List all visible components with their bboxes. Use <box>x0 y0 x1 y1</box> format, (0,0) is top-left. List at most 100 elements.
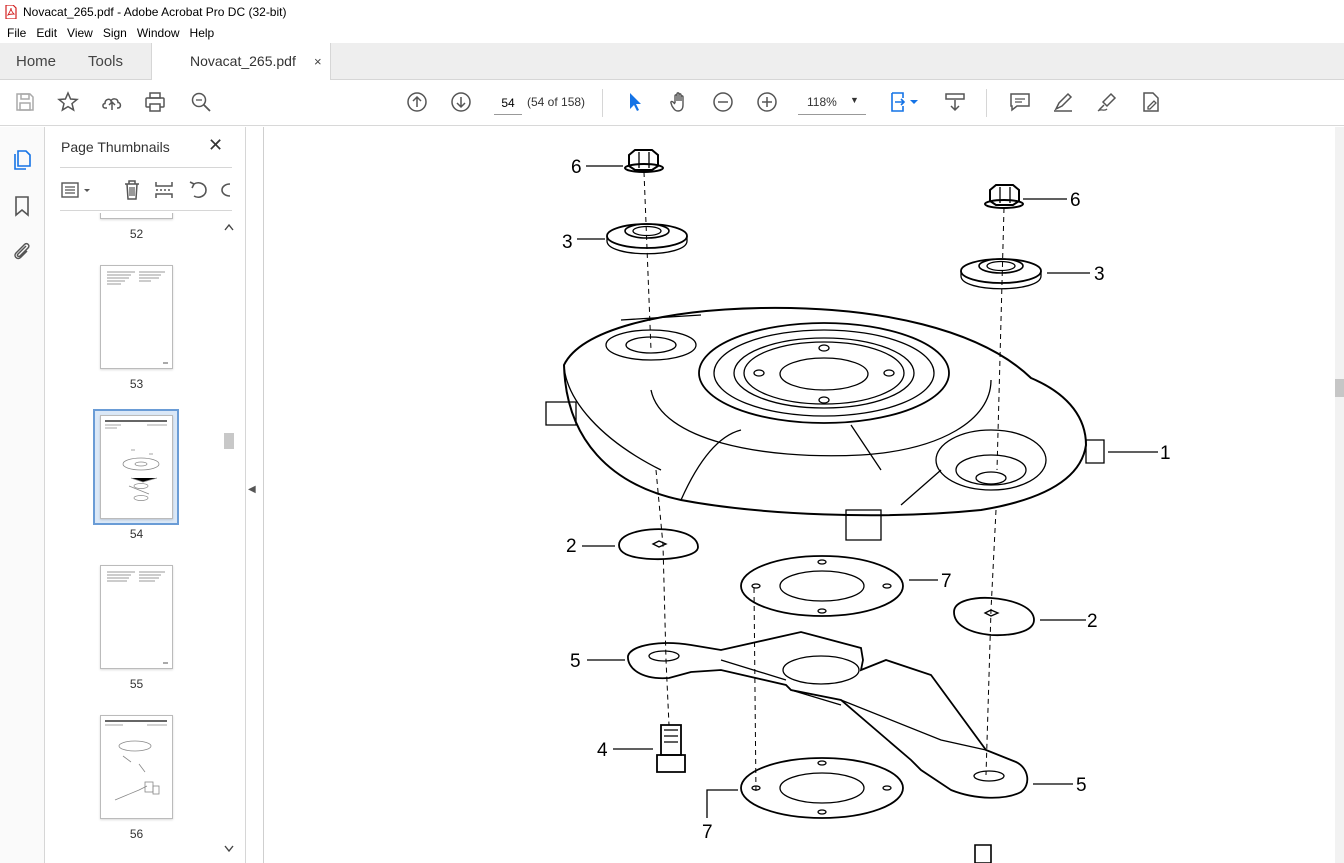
upload-cloud-icon[interactable] <box>99 89 125 115</box>
menu-file[interactable]: File <box>7 26 27 40</box>
tab-tools[interactable]: Tools <box>88 53 124 70</box>
bookmarks-icon[interactable] <box>10 194 34 218</box>
thumbnail-page-52[interactable] <box>100 213 173 219</box>
toolbar-divider <box>602 89 603 117</box>
next-page-icon[interactable] <box>448 89 474 115</box>
left-navigation-rail <box>0 127 45 863</box>
part-cup-washer-left <box>606 223 688 255</box>
callout-label: 7 <box>941 571 952 592</box>
scroll-up-icon[interactable] <box>224 223 234 231</box>
page-fit-dropdown-icon[interactable] <box>908 89 920 115</box>
callout-label: 5 <box>1076 775 1087 796</box>
toolbar-divider <box>986 89 987 117</box>
menu-edit[interactable]: Edit <box>36 26 58 40</box>
callout-leader-lines <box>577 165 1158 818</box>
part-nut-left <box>624 149 664 173</box>
part-flat-washer-left <box>618 528 699 561</box>
callout-label: 6 <box>1070 190 1081 211</box>
previous-page-icon[interactable] <box>404 89 430 115</box>
part-flat-washer-right <box>953 596 1035 637</box>
zoom-level-value: 118% <box>807 95 837 109</box>
thumbnail-label: 52 <box>129 227 144 241</box>
tab-home[interactable]: Home <box>16 53 57 70</box>
document-view[interactable]: 6 3 6 3 1 2 7 2 5 4 5 7 <box>263 127 1335 863</box>
callout-label: 6 <box>571 157 582 178</box>
zoom-out-icon[interactable] <box>710 89 736 115</box>
options-menu-icon[interactable] <box>60 178 94 202</box>
delete-page-icon[interactable] <box>120 178 144 202</box>
page-number-input[interactable] <box>494 91 522 115</box>
callout-labels: 6 3 6 3 1 2 7 2 5 4 5 7 <box>562 157 1171 843</box>
window-title: Novacat_265.pdf - Adobe Acrobat Pro DC (… <box>23 4 287 19</box>
thumbnail-label: 53 <box>129 377 144 391</box>
thumbnail-drawing-preview <box>105 720 167 801</box>
callout-label: 4 <box>597 740 608 761</box>
scrollbar-thumb[interactable] <box>224 433 234 449</box>
collapse-panel-icon[interactable]: ◀ <box>248 484 256 495</box>
fill-sign-icon[interactable] <box>1138 89 1164 115</box>
callout-label: 1 <box>1160 443 1171 464</box>
thumbnail-label: 55 <box>129 677 144 691</box>
menu-window[interactable]: Window <box>136 26 180 40</box>
save-icon[interactable] <box>12 89 38 115</box>
print-icon[interactable] <box>142 89 168 115</box>
callout-label: 3 <box>1094 264 1105 285</box>
callout-label: 7 <box>702 822 713 843</box>
document-scrollbar-thumb[interactable] <box>1335 379 1344 397</box>
thumbnail-page-56[interactable] <box>100 715 173 819</box>
menu-sign[interactable]: Sign <box>102 26 127 40</box>
thumbnail-label: 56 <box>129 827 144 841</box>
tab-document[interactable]: Novacat_265.pdf × <box>151 43 331 81</box>
zoom-level-dropdown[interactable]: 118% ▼ <box>798 91 866 115</box>
page-count: (54 of 158) <box>527 95 586 109</box>
highlight-pen-icon[interactable] <box>1050 89 1076 115</box>
panel-toolbar <box>60 167 232 211</box>
scroll-mode-icon[interactable] <box>942 89 968 115</box>
menu-view[interactable]: View <box>67 26 93 40</box>
zoom-search-icon[interactable] <box>188 89 214 115</box>
part-gasket-upper <box>740 555 904 617</box>
thumbnail-drawing-preview <box>105 420 167 501</box>
thumbnail-page-54[interactable] <box>100 415 173 519</box>
sign-pen-icon[interactable] <box>1094 89 1120 115</box>
callout-label: 2 <box>566 536 577 557</box>
comment-icon[interactable] <box>1007 89 1033 115</box>
page-fit-icon[interactable] <box>888 89 914 115</box>
thumbnail-page-53[interactable] <box>100 265 173 369</box>
document-tab-label: Novacat_265.pdf <box>190 53 296 69</box>
acrobat-pdf-icon <box>5 4 17 19</box>
exploded-parts-drawing: 6 3 6 3 1 2 7 2 5 4 5 7 <box>545 149 1171 863</box>
toolbar: (54 of 158) 118% ▼ <box>0 80 1344 126</box>
part-cup-washer-right <box>960 258 1042 290</box>
attachments-paperclip-icon[interactable] <box>10 240 34 264</box>
tab-bar: Home Tools Novacat_265.pdf × <box>0 43 1344 81</box>
bookmark-star-icon[interactable] <box>55 89 81 115</box>
document-scrollbar[interactable] <box>1335 127 1344 863</box>
part-gear-housing <box>545 306 1105 541</box>
panel-title: Page Thumbnails <box>61 139 170 155</box>
hand-tool-icon[interactable] <box>666 89 692 115</box>
insert-page-icon[interactable] <box>152 178 176 202</box>
thumbnail-label: 54 <box>129 527 144 541</box>
thumbnail-list: 52 53 54 <box>60 213 224 859</box>
menu-bar: File Edit View Sign Window Help <box>0 23 1344 43</box>
callout-label: 3 <box>562 232 573 253</box>
menu-help[interactable]: Help <box>189 26 215 40</box>
thumbnail-page-55[interactable] <box>100 565 173 669</box>
thumbnail-text-preview <box>107 571 168 664</box>
callout-label: 2 <box>1087 611 1098 632</box>
callout-label: 5 <box>570 651 581 672</box>
scroll-down-icon[interactable] <box>224 845 234 853</box>
part-stud-bolt <box>656 724 992 863</box>
close-tab-icon[interactable]: × <box>314 54 322 69</box>
close-panel-icon[interactable]: ✕ <box>208 135 224 155</box>
zoom-in-icon[interactable] <box>754 89 780 115</box>
thumbnail-text-preview <box>107 271 168 364</box>
rotate-clockwise-icon[interactable] <box>218 178 232 202</box>
part-mounting-bracket <box>627 631 1029 799</box>
select-pointer-icon[interactable] <box>622 89 648 115</box>
part-gasket-lower <box>740 757 904 819</box>
page-thumbnails-icon[interactable] <box>10 148 34 172</box>
rotate-counterclockwise-icon[interactable] <box>186 178 210 202</box>
thumbnail-scrollbar[interactable] <box>222 217 236 857</box>
